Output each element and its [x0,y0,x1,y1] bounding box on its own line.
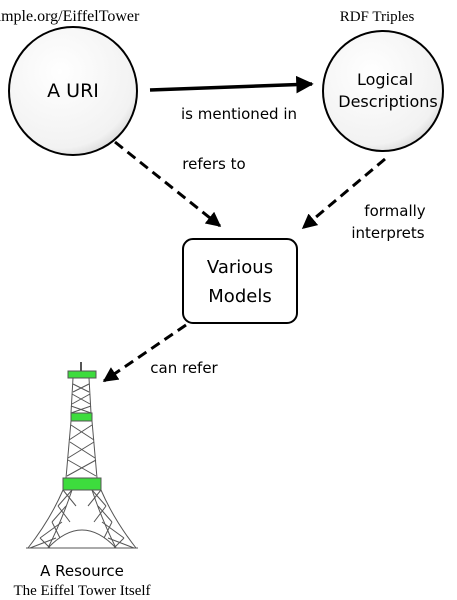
edge-is-mentioned-in-label: is mentioned in [181,105,297,123]
various-models-label-line1: Various [207,257,273,278]
logical-descriptions-node[interactable] [322,30,444,152]
edge-formally-interprets-label-line1: formally [364,202,426,220]
logical-descriptions-label-line2: Descriptions [338,92,437,111]
rdf-caption: RDF Triples [340,9,415,25]
eiffel-tower-icon [26,362,138,549]
edge-formally-interprets [301,157,386,230]
edge-refers-to-label: refers to [182,155,245,173]
resource-label: A Resource [40,562,124,580]
various-models-label-line2: Models [208,286,271,307]
edge-can-refer-label: can refer [150,359,218,377]
various-models-node[interactable] [182,238,298,324]
edge-is-mentioned-in [149,75,314,94]
uri-caption: ample.org/EiffelTower [0,8,140,25]
edge-formally-interprets-label-line2: interprets [351,224,424,242]
resource-caption: The Eiffel Tower Itself [13,583,150,599]
uri-node[interactable] [8,26,138,156]
logical-descriptions-label-line1: Logical [357,70,413,89]
edge-refers-to [114,140,222,228]
uri-label: A URI [47,80,99,102]
edge-can-refer [102,323,187,383]
